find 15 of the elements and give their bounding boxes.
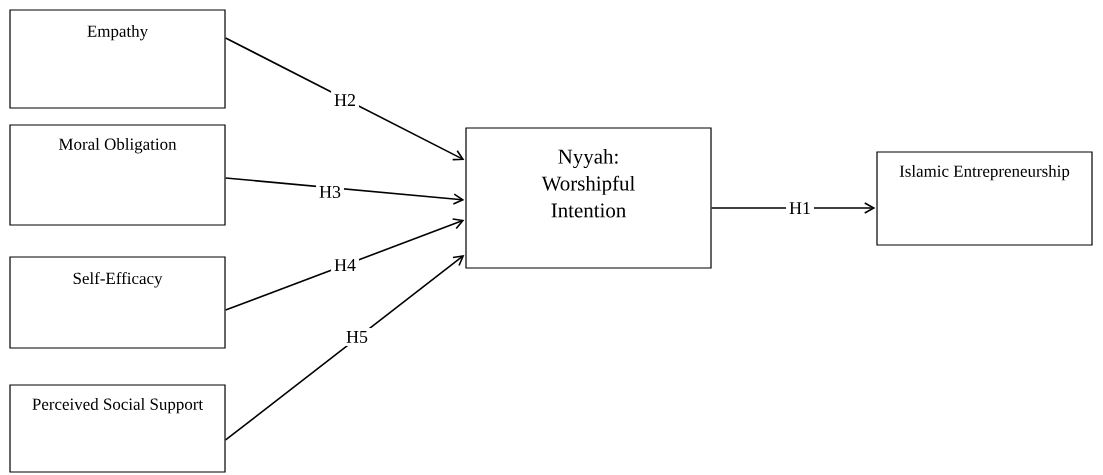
edge-label: H3 [316, 182, 344, 201]
box: Islamic Entrepreneurship [876, 151, 1093, 246]
arrow [224, 37, 465, 161]
box: Nyyah: Worshipful Intention [465, 127, 712, 269]
arrow [224, 177, 465, 205]
edge-label: H2 [331, 91, 359, 109]
box: Empathy [9, 9, 226, 109]
box: Moral Obligation [9, 124, 226, 226]
box: Perceived Social Support [9, 384, 226, 473]
box: Self-Efficacy [9, 256, 226, 349]
arrow [224, 255, 465, 441]
edge-label: H5 [343, 328, 371, 346]
arrow [224, 218, 465, 311]
edge-label: H1 [786, 199, 814, 217]
edge-label: H4 [331, 256, 359, 274]
